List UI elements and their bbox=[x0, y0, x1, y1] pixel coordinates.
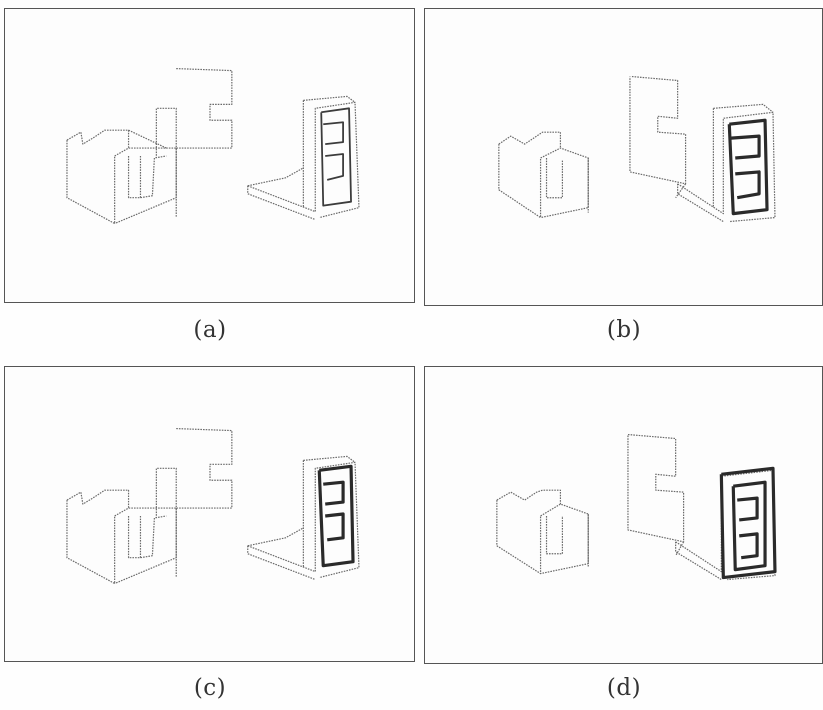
caption-a: (a) bbox=[193, 317, 227, 343]
l-bracket-outline bbox=[675, 469, 776, 581]
panel-a-drawing bbox=[66, 67, 360, 225]
e-inset-outline bbox=[317, 464, 355, 568]
panel-d bbox=[424, 366, 823, 664]
u-block-outline bbox=[496, 489, 589, 575]
l-bracket-outline bbox=[677, 103, 776, 223]
caption-d: (d) bbox=[606, 675, 642, 701]
e-inset-outline bbox=[727, 118, 769, 216]
e-slab-outline bbox=[629, 75, 687, 199]
caption-b: (b) bbox=[606, 317, 642, 343]
panel-b bbox=[424, 8, 823, 306]
caption-c: (c) bbox=[193, 675, 227, 701]
u-block-outline bbox=[66, 129, 177, 225]
l-bracket-outline bbox=[247, 95, 360, 221]
u-block-outline bbox=[498, 131, 589, 219]
e-slab-outline bbox=[155, 427, 233, 518]
panel-d-drawing bbox=[496, 433, 777, 581]
panel-c-drawing bbox=[66, 427, 360, 585]
e-slab-outline bbox=[627, 433, 685, 557]
e-slab-outline bbox=[155, 67, 233, 158]
e-inset-outline bbox=[719, 466, 777, 580]
panel-c bbox=[4, 366, 415, 662]
u-block-outline bbox=[66, 489, 177, 585]
e-inset-outline bbox=[320, 107, 352, 207]
l-bracket-outline bbox=[247, 455, 360, 581]
panel-a bbox=[4, 8, 415, 303]
panel-b-drawing bbox=[498, 75, 776, 223]
